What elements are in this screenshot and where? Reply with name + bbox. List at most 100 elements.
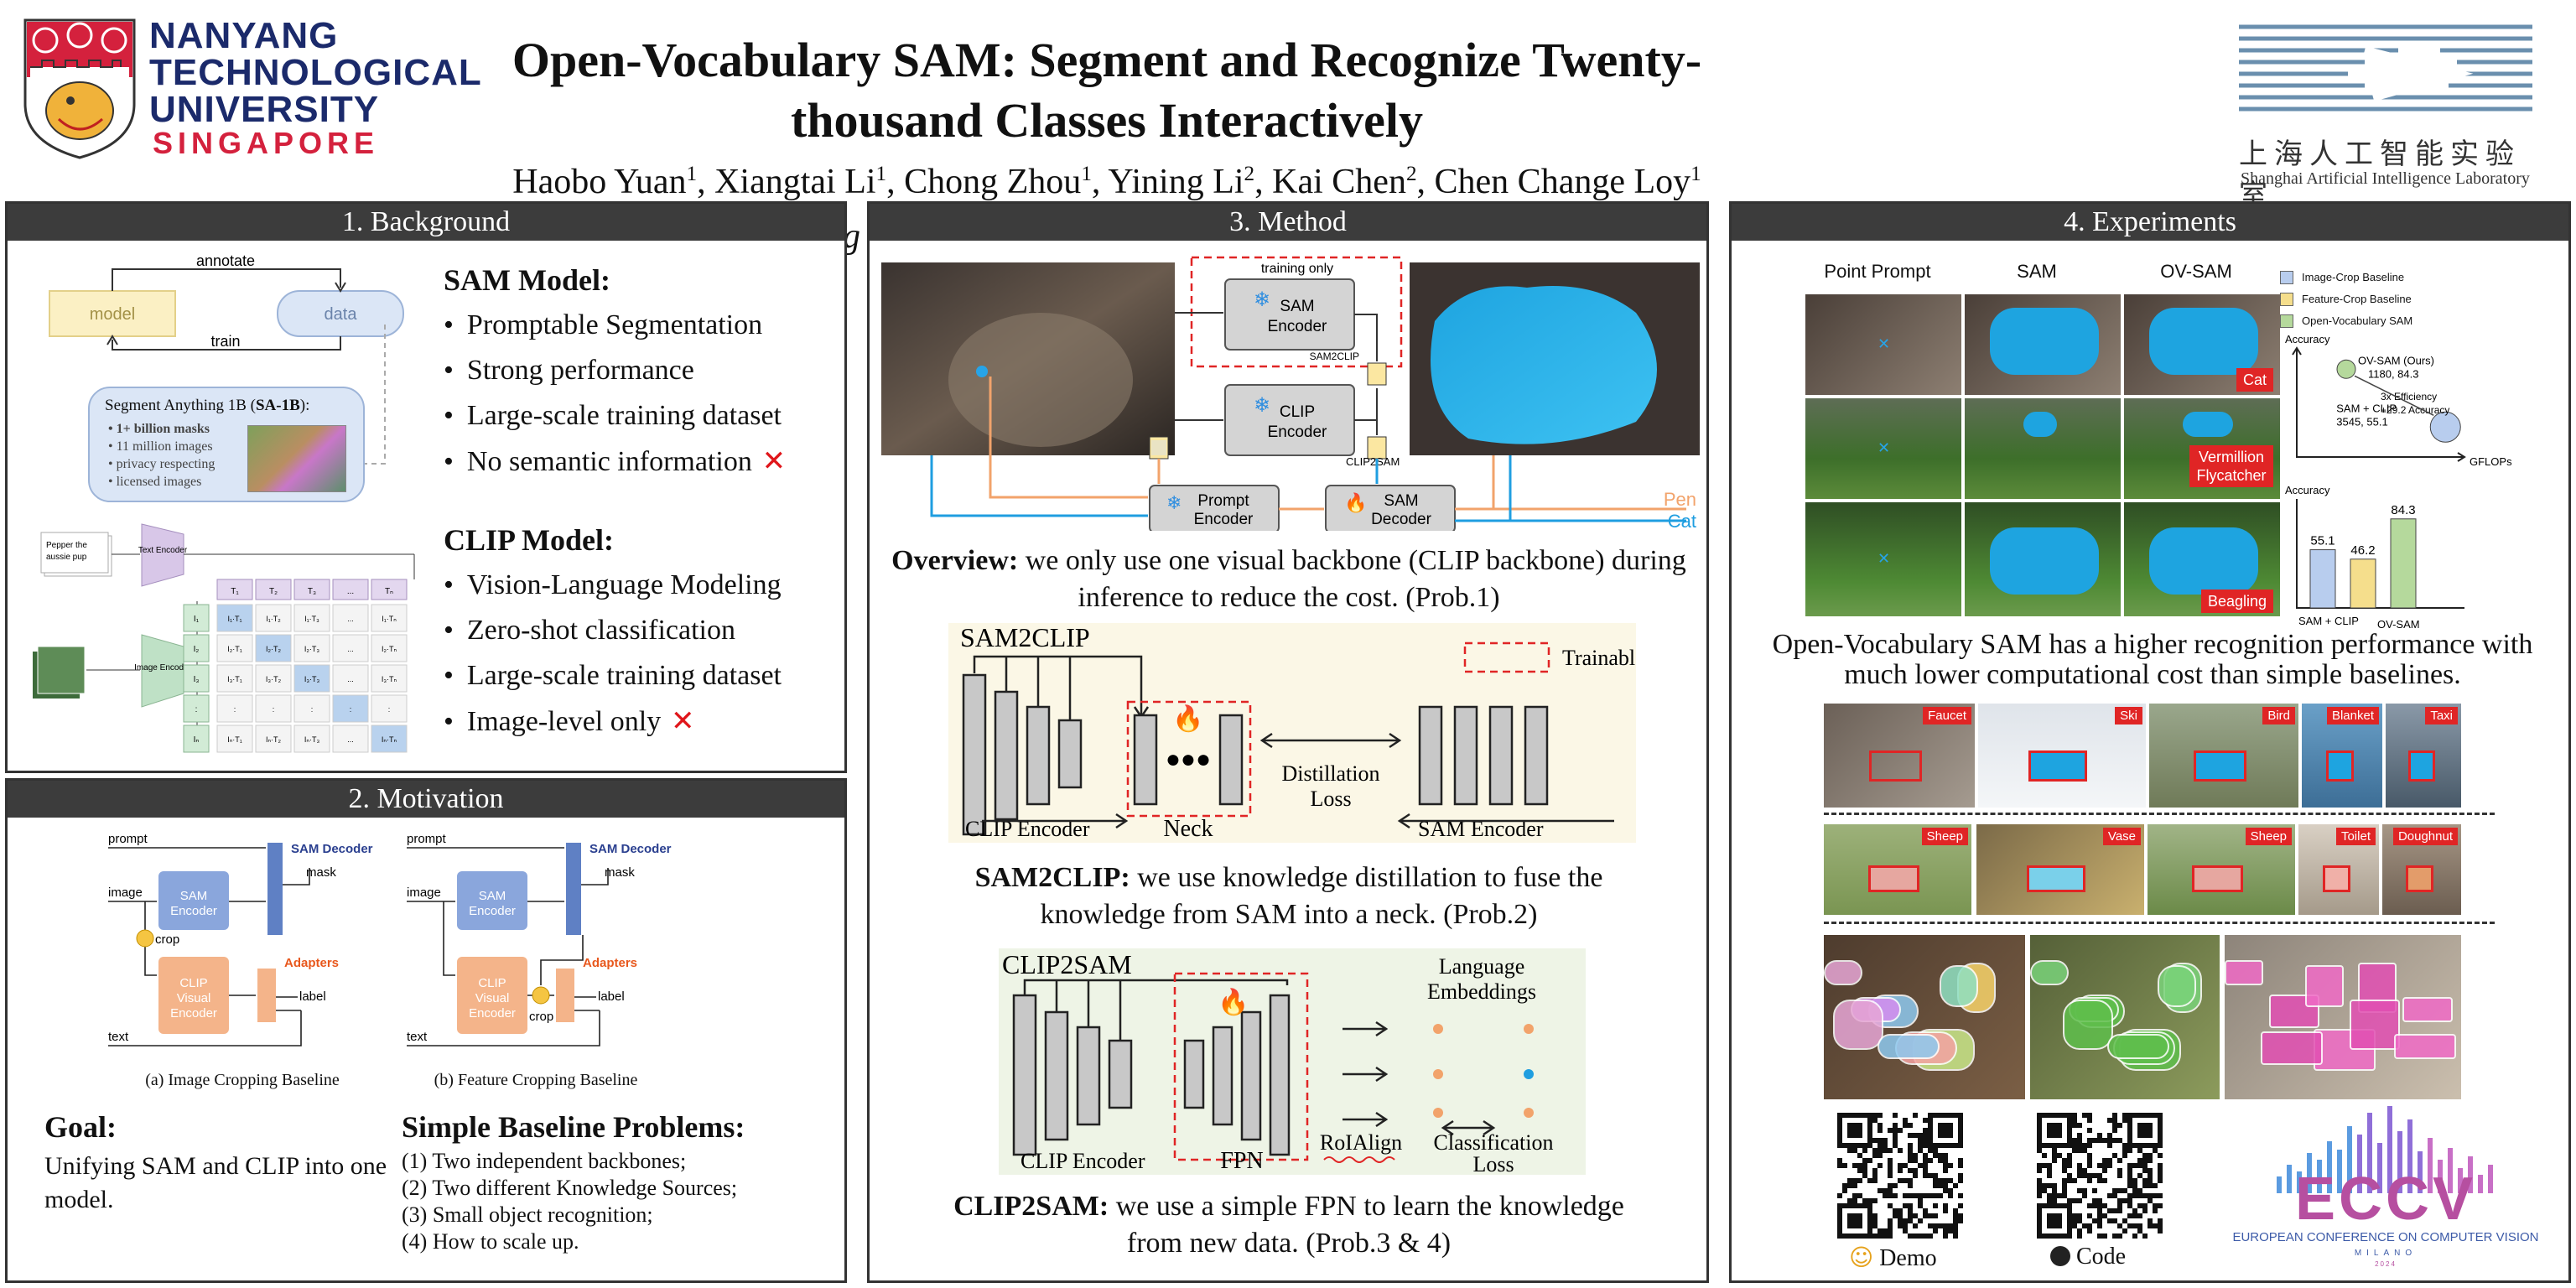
- segmentation-mask: [2149, 527, 2258, 595]
- author: Yining Li2: [1108, 163, 1255, 201]
- class-tag: Vase: [2102, 828, 2141, 845]
- demo-link[interactable]: ☺ Demo: [1849, 1244, 1937, 1272]
- bullet-item: Large-scale training dataset: [444, 653, 838, 699]
- author: Haobo Yuan1: [512, 163, 698, 201]
- sa1b-item: • licensed images: [108, 475, 202, 489]
- neck-flame-icon: 🔥: [1172, 704, 1203, 733]
- class-tag: Cat: [2236, 368, 2273, 392]
- similarity-cell: [255, 634, 292, 662]
- row-divider: [1824, 922, 2495, 924]
- similarity-label: Iₙ·Tₙ: [382, 735, 397, 744]
- class-tag: Toilet: [2335, 828, 2376, 845]
- demo-label: Demo: [1879, 1245, 1937, 1271]
- legend-label: Feature-Crop Baseline: [2302, 293, 2412, 305]
- sa1b-title: Segment Anything 1B (SA-1B):: [105, 397, 310, 414]
- diagram-label: SAM: [479, 889, 506, 903]
- similarity-label: I₂·Tₙ: [382, 645, 397, 653]
- clip-heading: CLIP Model:: [444, 523, 614, 557]
- similarity-cell: [293, 724, 330, 753]
- skyline-bar: [2468, 1156, 2473, 1193]
- frozen-snowflake-icon: ❄: [1254, 288, 1270, 311]
- diagram-label: SAM Decoder: [589, 842, 672, 856]
- eccv-logo: ECCV EUROPEAN CONFERENCE ON COMPUTER VIS…: [2218, 1106, 2553, 1274]
- similarity-label: Iₙ·T₂: [266, 735, 282, 744]
- skyline-bar: [2428, 1138, 2433, 1193]
- legend-label: Image-Crop Baseline: [2302, 271, 2405, 283]
- image-cropping-baseline-diagram: SAM DecoderSAMEncoderCLIPVisualEncoderAd…: [108, 834, 373, 1046]
- skyline-bar: [2448, 1148, 2453, 1193]
- point-prompt-marker: [976, 366, 988, 377]
- similarity-label: I₂·T₃: [304, 645, 319, 653]
- segmentation-mask: [2183, 412, 2233, 437]
- row-divider: [1824, 813, 2495, 815]
- qualitative-image: Sheep: [2148, 824, 2295, 915]
- qualitative-image: Toilet: [2298, 824, 2379, 915]
- skyline-bar: [2367, 1113, 2372, 1193]
- problem-item: (3) Small object recognition;: [402, 1202, 653, 1227]
- similarity-cell: [255, 724, 292, 753]
- similarity-label: ...: [347, 645, 354, 653]
- fpn-flame-icon: 🔥: [1218, 987, 1249, 1016]
- scatter-point-label: SAM + CLIP: [2336, 402, 2397, 414]
- code-qr-code[interactable]: [2037, 1113, 2163, 1239]
- sam-encoder-block: [457, 871, 527, 930]
- diagram-label: SAM: [180, 889, 208, 903]
- demo-qr-code[interactable]: [1837, 1113, 1963, 1239]
- overview-sam-encoder-l1: SAM: [1280, 298, 1314, 315]
- similarity-label: I₃·T₁: [227, 675, 242, 683]
- diagram-label: image: [407, 886, 441, 900]
- bar-value-label: 46.2: [2350, 543, 2375, 558]
- crop-node-icon: [532, 986, 550, 1005]
- image-encoder-label: Image Encoder: [134, 663, 191, 673]
- class-tag: Vermillion Flycatcher: [2189, 445, 2273, 487]
- skyline-bar: [2397, 1131, 2402, 1193]
- diagram-label: CLIP: [478, 976, 506, 990]
- experiments-summary: Open-Vocabulary SAM has a higher recogni…: [1772, 630, 2533, 687]
- similarity-label: I₁·Tₙ: [382, 615, 397, 623]
- goal-heading: Goal:: [44, 1110, 117, 1144]
- clip2sam-caption: CLIP2SAM: we use a simple FPN to learn t…: [953, 1191, 1624, 1259]
- diagram-label: Adapters: [583, 956, 637, 970]
- panoptic-image: [2225, 935, 2461, 1099]
- skyline-bar: [2277, 1176, 2282, 1193]
- eccv-skyline-icon: [2277, 1106, 2493, 1193]
- diagram-label: crop: [155, 932, 179, 947]
- bullet-item: Promptable Segmentation: [444, 303, 838, 348]
- diagram-label: text: [108, 1030, 129, 1044]
- segment-mask: [1877, 1034, 1940, 1059]
- fpn-label: FPN: [1220, 1148, 1263, 1174]
- diagram-label: SAM Decoder: [291, 842, 373, 856]
- similarity-label: I₃·T₃: [304, 675, 320, 683]
- clip2sam-clip-encoder-label: CLIP Encoder: [1021, 1149, 1145, 1173]
- neck-ellipsis: ●●●: [1166, 745, 1211, 773]
- text-embedding-cell: [371, 579, 408, 600]
- skyline-bar: [2297, 1171, 2302, 1193]
- similarity-cell: [332, 634, 369, 662]
- similarity-label: ...: [347, 735, 354, 744]
- sa1b-item: • 11 million images: [108, 439, 213, 454]
- poster-title: Open-Vocabulary SAM: Segment and Recogni…: [512, 33, 1702, 148]
- code-link[interactable]: Code: [2050, 1244, 2126, 1270]
- adapters-block: [257, 969, 276, 1022]
- diagram-label: Encoder: [469, 1006, 516, 1021]
- diagram-label: label: [299, 989, 326, 1004]
- bullet-item: Vision-Language Modeling: [444, 563, 838, 608]
- shanghai-ai-lab-en: Shanghai Artificial Intelligence Laborat…: [2241, 169, 2530, 188]
- similarity-cell: [255, 664, 292, 693]
- qualitative-image: Doughnut: [2382, 824, 2461, 915]
- sa1b-item: • 1+ billion masks: [108, 422, 210, 436]
- panoptic-image: [1824, 935, 2025, 1099]
- class-tag: Blanket: [2326, 707, 2379, 724]
- detection-box: [2028, 750, 2087, 782]
- skyline-bar: [2317, 1160, 2322, 1193]
- class-tag: Ski: [2115, 707, 2142, 724]
- lang-emb-l1: Language: [1439, 954, 1525, 979]
- similarity-cell: [371, 724, 408, 753]
- overview-caption: Overview: we only use one visual backbon…: [891, 545, 1686, 613]
- point-prompt-icon: ✕: [1877, 335, 1891, 353]
- detection-box: [2027, 865, 2085, 892]
- goal-block: Goal: Unifying SAM and CLIP into one mod…: [44, 1109, 397, 1217]
